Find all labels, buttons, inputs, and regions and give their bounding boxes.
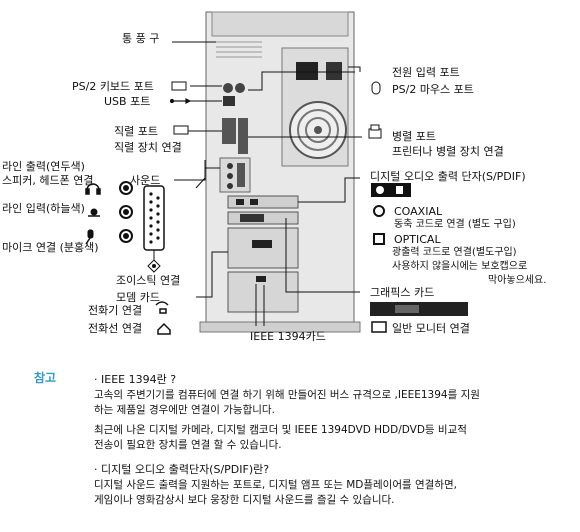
optical-icon [373,233,385,245]
label-power-input: 전원 입력 포트 [392,66,460,79]
usb-icon [169,98,192,104]
label-modem: 모뎀 카드 [116,291,160,304]
parallel-port [238,118,248,154]
note-tag: 참고 [34,371,57,385]
audio-jacks [119,181,133,243]
monitor-icon [371,321,387,333]
note-q1: · IEEE 1394란 ? [94,373,177,386]
label-monitor: 일반 모니터 연결 [392,322,470,335]
note-q2: · 디지털 오디오 출력단자(S/PDIF)란? [94,463,270,476]
label-usb: USB 포트 [104,95,151,108]
note-a1-line1: 고속의 주변기기를 컴퓨터에 연결 하기 위해 만들어진 버스 규격으로 ,IE… [94,389,480,401]
power-switch [326,62,342,80]
keyboard-icon [171,81,187,91]
usb-ports [223,96,235,106]
label-graphics: 그래픽스 카드 [370,286,435,299]
note-a2-line1: 디지털 사운드 출력을 지원하는 포트로, 디지털 앰프 또는 MD플레이어를 … [94,479,457,491]
note-a2-line2: 게임이나 영화감상시 보다 웅장한 디지털 사운드를 즐길 수 있습니다. [94,494,395,506]
label-optical-title: OPTICAL [394,233,441,246]
note-a1-line2: 하는 제품일 경우에만 연결이 가능합니다. [94,404,275,416]
label-optical-desc2: 사용하지 않을시에는 보호캡으로 [392,261,528,272]
phone-icon [155,301,169,314]
joystick-port [143,185,165,251]
headphone-icon [85,183,101,195]
case-top [211,11,349,37]
label-joystick: 조이스틱 연결 [116,274,181,287]
label-parallel-desc: 프린터나 병렬 장치 연결 [392,145,504,158]
computer-rear-diagram [85,11,468,335]
mouse-icon [371,81,381,95]
microphone-icon [85,229,94,245]
power-socket [296,62,318,80]
coaxial-icon [373,205,385,217]
label-phone-line: 전화선 연결 [88,322,143,335]
label-ieee-card: IEEE 1394카드 [250,330,326,343]
label-ps2-mouse: PS/2 마우스 포트 [392,83,474,96]
label-serial-title: 직렬 포트 [114,125,158,138]
printer-icon [368,124,382,139]
note-a1-line4: 전송이 필요한 장치를 연결 할 수 있습니다. [94,439,282,451]
phone-line-icon [157,322,171,335]
case-base [199,321,361,333]
label-mic: 마이크 연결 (분홍색) [2,241,99,254]
vent-grille [216,41,262,58]
label-line-out-title: 라인 출력(연두색) [2,160,85,173]
line-in-icon [88,208,100,217]
label-spdif-title: 디지털 오디오 출력 단자(S/PDIF) [370,170,526,183]
note-a1-line3: 최근에 나온 디지털 카메라, 디지털 캠코더 및 IEEE 1394DVD H… [94,424,467,436]
label-optical-desc1: 광출력 코드로 연결(별도구입) [392,247,517,258]
label-sound: 사운드 [130,174,161,187]
label-phone-connect: 전화기 연결 [88,304,143,317]
ps2-mouse-port [235,83,245,93]
label-coaxial-desc: 동축 코드로 연결 (별도 구입) [394,219,516,230]
ps2-keyboard-port [223,83,233,93]
label-serial-desc: 직렬 장치 연결 [114,141,182,154]
label-line-out-desc: 스피커, 헤드폰 연결 [2,174,94,187]
label-optical-desc3: 막아놓으세요. [488,275,547,286]
serial-port [222,118,236,144]
label-vent: 통 풍 구 [122,32,160,45]
label-coaxial-title: COAXIAL [394,205,443,218]
label-parallel-title: 병렬 포트 [392,130,436,143]
sound-panel [219,157,251,193]
serial-icon [173,125,189,135]
label-ps2-keyboard: PS/2 키보드 포트 [72,80,154,93]
joystick-icon [147,259,161,273]
label-line-in: 라인 입력(하늘색) [2,202,85,215]
